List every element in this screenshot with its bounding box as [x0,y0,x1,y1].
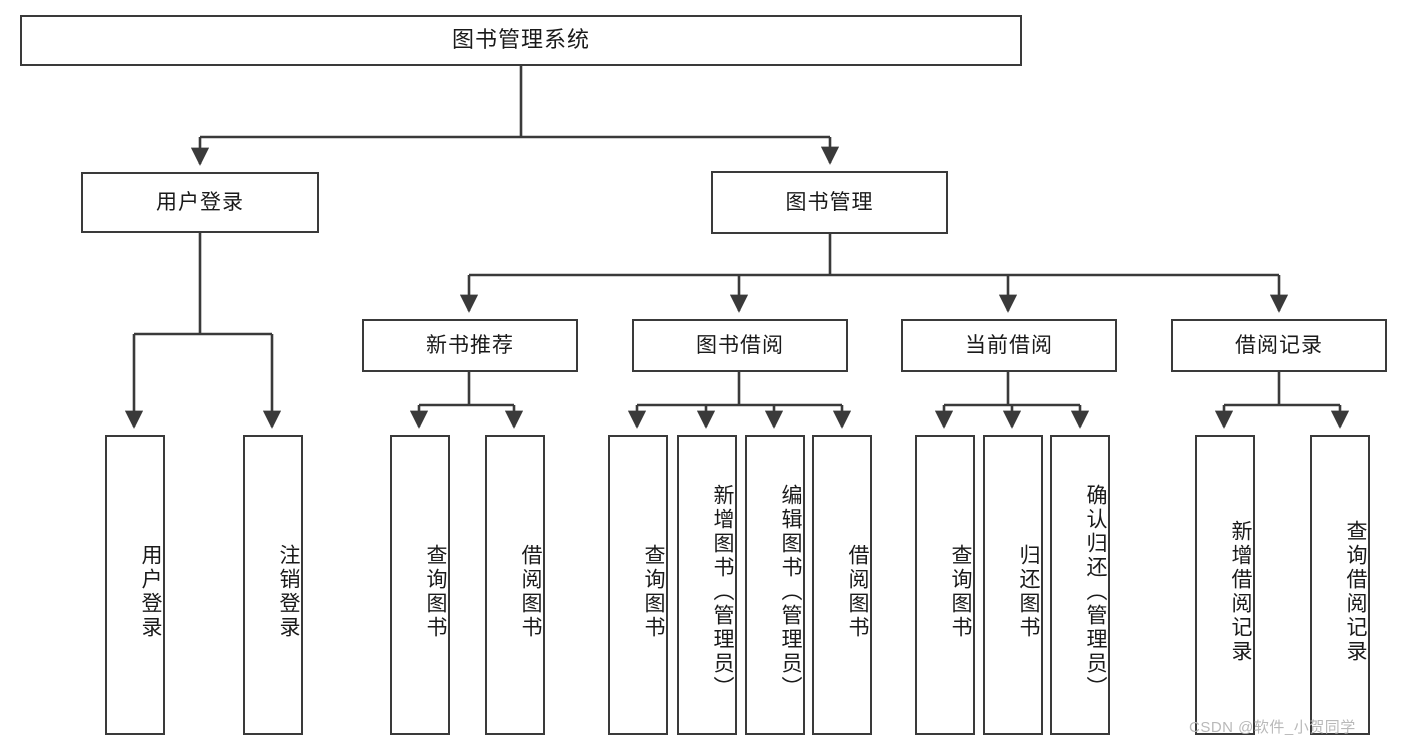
node-leaf-return-book[interactable]: 归还图书 [983,435,1043,735]
node-book-management[interactable]: 图书管理 [711,171,948,234]
node-leaf-borrow-book[interactable]: 借阅图书 [812,435,872,735]
node-leaf-edit-book-admin[interactable]: 编辑图书（管理员） [745,435,805,735]
node-current-borrow[interactable]: 当前借阅 [901,319,1117,372]
node-leaf-user-login[interactable]: 用户登录 [105,435,165,735]
csdn-watermark: CSDN @软件_小贺同学 [1189,719,1356,736]
node-new-book-recommendation[interactable]: 新书推荐 [362,319,578,372]
node-borrow-record[interactable]: 借阅记录 [1171,319,1387,372]
node-leaf-confirm-return-admin[interactable]: 确认归还（管理员） [1050,435,1110,735]
node-leaf-query-book-current[interactable]: 查询图书 [915,435,975,735]
node-leaf-borrow-book-recommendation[interactable]: 借阅图书 [485,435,545,735]
node-leaf-query-borrow-record[interactable]: 查询借阅记录 [1310,435,1370,735]
node-leaf-logout[interactable]: 注销登录 [243,435,303,735]
node-user-login[interactable]: 用户登录 [81,172,319,233]
node-leaf-query-book-borrow[interactable]: 查询图书 [608,435,668,735]
node-leaf-add-borrow-record[interactable]: 新增借阅记录 [1195,435,1255,735]
node-leaf-query-book-recommendation[interactable]: 查询图书 [390,435,450,735]
node-book-borrow[interactable]: 图书借阅 [632,319,848,372]
node-leaf-add-book-admin[interactable]: 新增图书（管理员） [677,435,737,735]
node-root-system[interactable]: 图书管理系统 [20,15,1022,66]
